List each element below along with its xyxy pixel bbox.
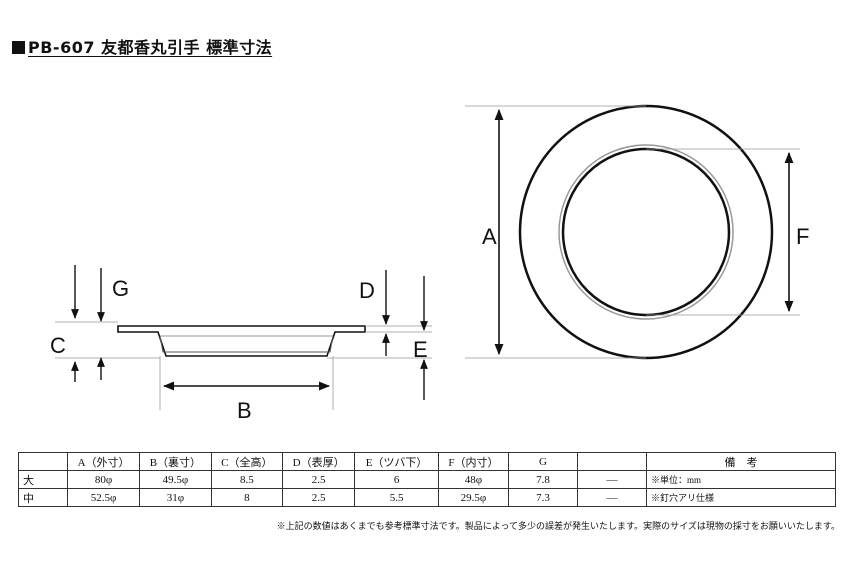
label-a: A bbox=[482, 224, 497, 249]
table-cell: 8.5 bbox=[210, 470, 284, 489]
table-cell: ― bbox=[577, 488, 647, 507]
footnote: ※上記の数値はあくまでも参考標準寸法です。製品によって多少の誤差が発生いたします… bbox=[276, 521, 840, 531]
table-cell: 7.3 bbox=[508, 488, 578, 507]
table-cell: 8 bbox=[210, 488, 284, 507]
outer-rim bbox=[518, 104, 774, 360]
label-g: G bbox=[112, 276, 129, 301]
table-header-row: A（外寸） B（裏寸） C（全高） D（表厚） E（ツバ下） F（内寸） G 備… bbox=[18, 452, 836, 471]
table-row: 中 52.5φ 31φ 8 2.5 5.5 29.5φ 7.3 ― ※釘穴アリ仕… bbox=[18, 488, 836, 507]
inner-step bbox=[558, 144, 734, 320]
table-note: ※単位：mm bbox=[646, 470, 836, 489]
inner-bowl bbox=[561, 147, 731, 317]
square-bullet-icon bbox=[12, 41, 25, 54]
label-c: C bbox=[50, 333, 66, 358]
table-cell: ― bbox=[577, 470, 647, 489]
label-b: B bbox=[237, 398, 252, 423]
table-header-cell: E（ツバ下） bbox=[354, 452, 439, 471]
dimension-drawing: A F B C G D E bbox=[50, 104, 809, 423]
table-cell: 52.5φ bbox=[66, 488, 141, 507]
table-header-cell: 備 考 bbox=[646, 452, 836, 471]
profile-outline bbox=[117, 325, 366, 357]
row-name: 大 bbox=[18, 470, 68, 489]
table-note: ※釘穴アリ仕様 bbox=[646, 488, 836, 507]
table-header-cell: B（裏寸） bbox=[139, 452, 212, 471]
spec-table: A（外寸） B（裏寸） C（全高） D（表厚） E（ツバ下） F（内寸） G 備… bbox=[18, 452, 836, 507]
table-header-cell: D（表厚） bbox=[282, 452, 356, 471]
label-e: E bbox=[413, 337, 428, 362]
table-header-cell: G bbox=[508, 452, 578, 471]
table-header-cell bbox=[577, 452, 647, 471]
table-cell: 6 bbox=[354, 470, 439, 489]
table-header-cell: A（外寸） bbox=[66, 452, 141, 471]
table-cell: 48φ bbox=[437, 470, 510, 489]
top-view bbox=[465, 104, 800, 360]
row-name: 中 bbox=[18, 488, 68, 507]
side-view bbox=[55, 265, 432, 410]
table-row: 大 80φ 49.5φ 8.5 2.5 6 48φ 7.8 ― ※単位：mm bbox=[18, 470, 836, 489]
table-cell: 29.5φ bbox=[437, 488, 510, 507]
page-title: PB-607 友都香丸引手 標準寸法 bbox=[12, 34, 272, 58]
label-d: D bbox=[359, 278, 375, 303]
table-header-cell: F（内寸） bbox=[437, 452, 510, 471]
table-cell: 31φ bbox=[139, 488, 212, 507]
table-header-cell: C（全高） bbox=[210, 452, 284, 471]
label-f: F bbox=[796, 224, 809, 249]
table-cell: 5.5 bbox=[354, 488, 439, 507]
table-cell: 2.5 bbox=[282, 470, 356, 489]
table-cell: 49.5φ bbox=[139, 470, 212, 489]
table-cell: 80φ bbox=[66, 470, 141, 489]
table-cell: 2.5 bbox=[282, 488, 356, 507]
table-header-cell bbox=[18, 452, 68, 471]
table-cell: 7.8 bbox=[508, 470, 578, 489]
